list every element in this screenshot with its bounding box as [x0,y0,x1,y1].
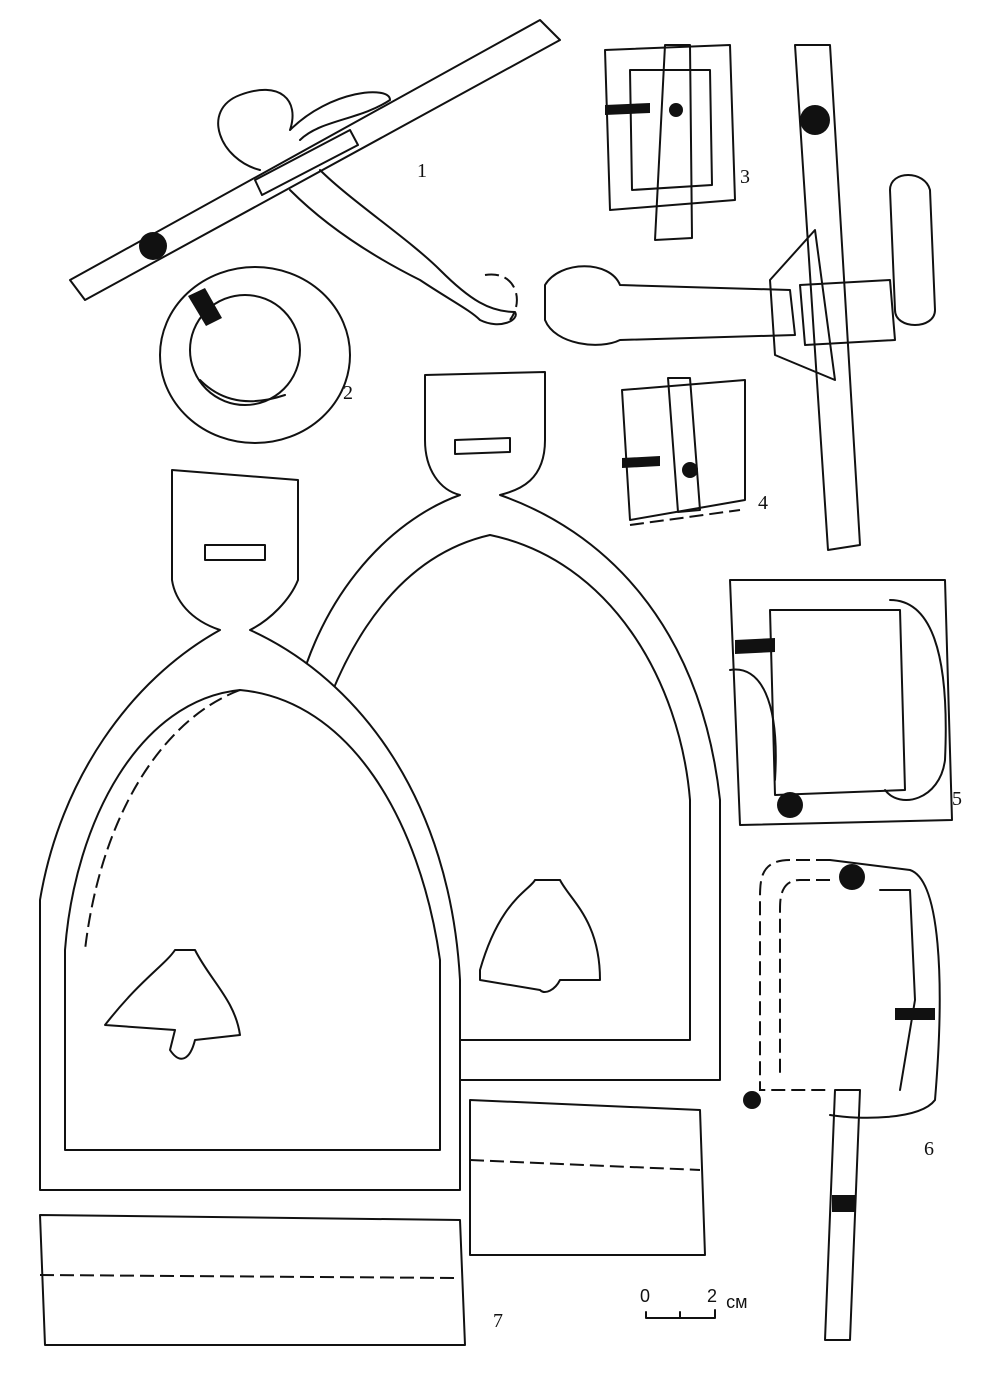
label-2: 2 [343,382,353,404]
label-1: 1 [417,160,427,182]
artifact-4-buckle [621,377,746,526]
artifact-7-stirrup-back [289,371,721,1256]
artifact-1-buckle-rod [69,19,561,326]
label-4: 4 [758,492,768,514]
label-5: 5 [952,788,962,810]
artifact-bit-rod [544,44,936,551]
scale-start: 0 [640,1286,651,1306]
label-6: 6 [924,1138,934,1160]
artifact-7-stirrup-front [39,469,466,1346]
scale-end: 2 [707,1286,718,1306]
scale-unit: см [726,1292,748,1312]
artifact-6-rod [743,859,941,1341]
label-7: 7 [493,1310,503,1332]
scale-bar [645,1309,716,1319]
artifact-2-ring [159,266,351,444]
scale-bar-labels: 0 2 см [640,1286,747,1312]
artifact-3-buckle [604,44,736,241]
artifact-5-frame [729,579,953,826]
label-3: 3 [740,166,750,188]
